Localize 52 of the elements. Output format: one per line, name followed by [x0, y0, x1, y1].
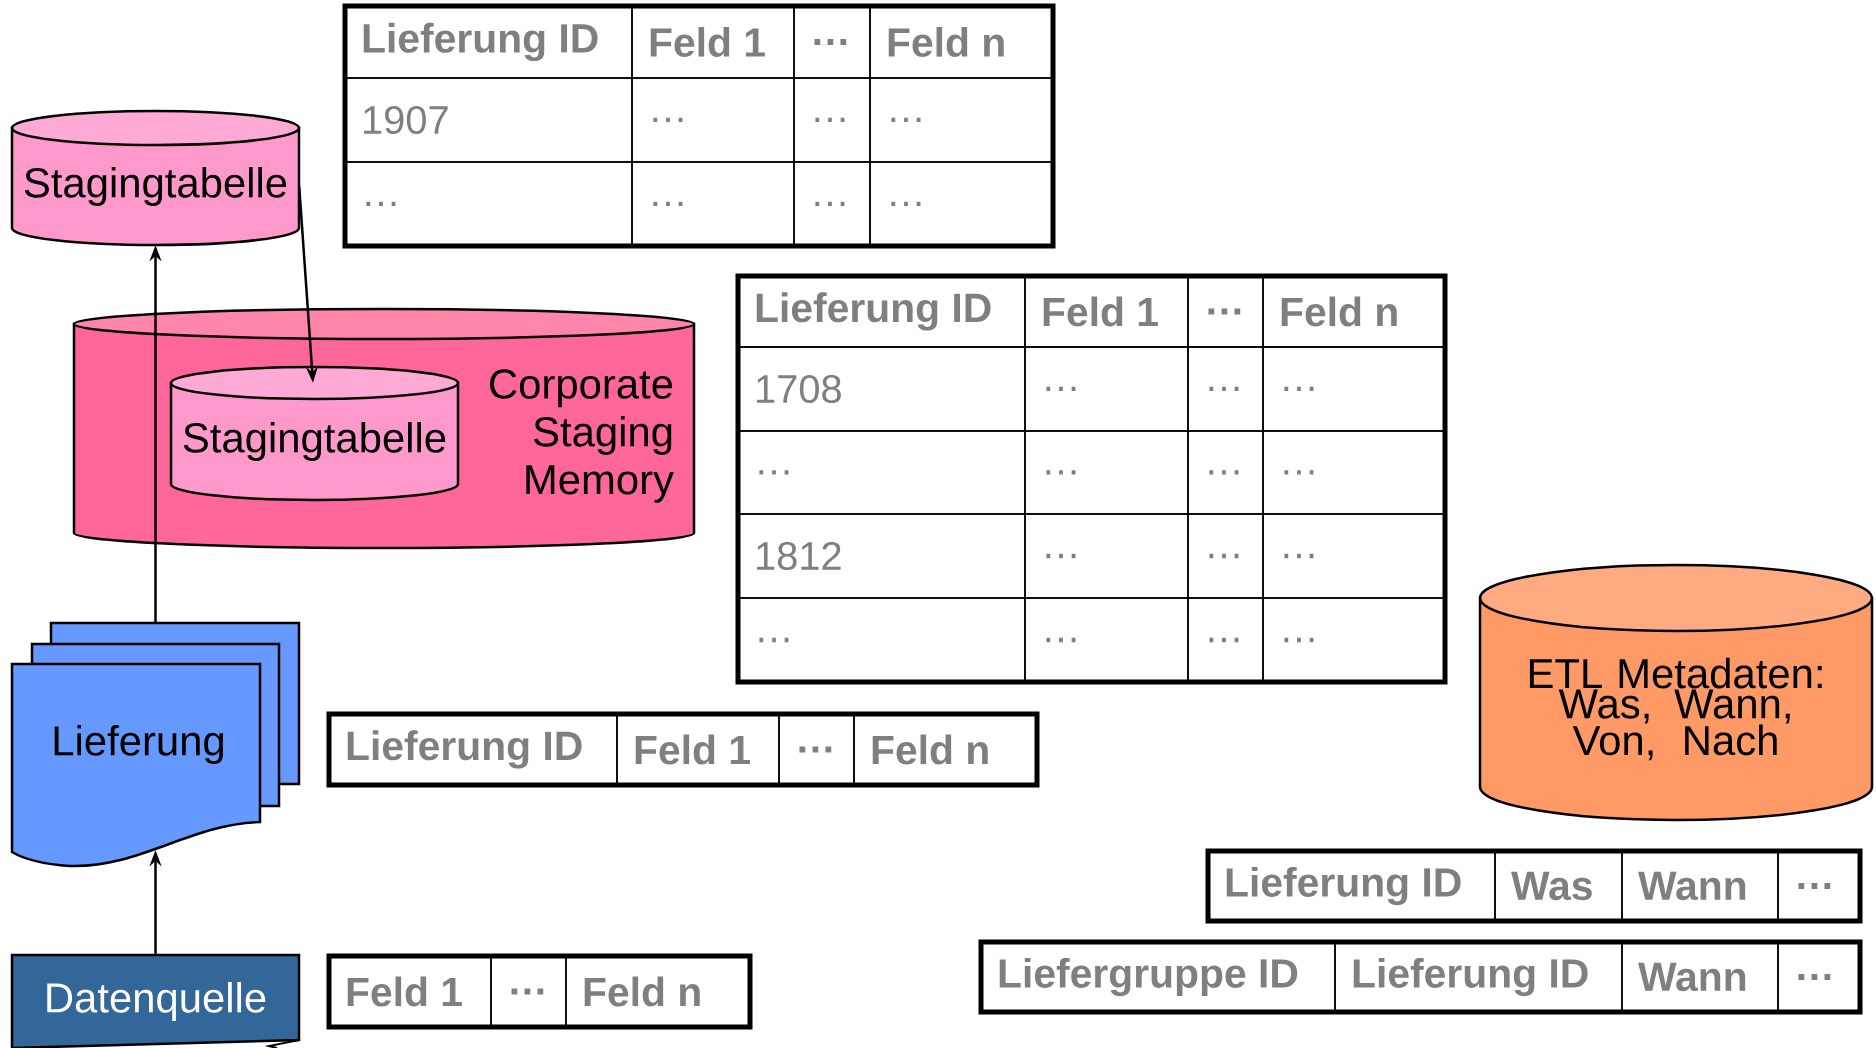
label: Feld 1	[347, 976, 462, 1007]
header-cell: Feld n	[869, 5, 1054, 79]
table-cell: …	[1262, 597, 1446, 683]
table-cell: …	[1187, 430, 1264, 515]
storage-cylinder: ETL Metadaten: Was, Wann, Von, Nach	[1478, 563, 1874, 822]
header-cell: …	[1777, 850, 1861, 922]
header-cell: Feld n	[565, 955, 751, 1028]
table-cell: …	[1024, 346, 1189, 432]
table-cell: …	[1024, 513, 1189, 599]
header-cell: Feld 1	[1024, 275, 1189, 348]
label: Lieferung ID	[347, 730, 582, 769]
table-cell: …	[1187, 346, 1264, 432]
header-cell: …	[1187, 275, 1264, 348]
header-cell: Lieferung ID	[1334, 941, 1623, 1013]
header-cell: …	[490, 955, 567, 1028]
header-cell: …	[778, 713, 855, 786]
table-cell: 1812	[737, 513, 1026, 599]
header-cell: Wann	[1621, 941, 1779, 1013]
label: Lieferung ID	[1226, 866, 1461, 906]
table-cell: …	[869, 77, 1054, 163]
header-cell: Feld 1	[616, 713, 780, 786]
table-cell: 1907	[344, 77, 633, 163]
storage-cylinder: Stagingtabelle	[169, 365, 460, 502]
storage-cylinder: Stagingtabelle	[10, 109, 301, 247]
header-cell: …	[793, 5, 871, 79]
table-cell: …	[631, 77, 795, 163]
table-cell: …	[344, 161, 633, 247]
label: Liefergruppe ID	[999, 957, 1298, 997]
table-cell: …	[793, 77, 871, 163]
table-cell: …	[1024, 597, 1189, 683]
document-stack: Lieferung	[10, 621, 301, 868]
table-cell: …	[1262, 346, 1446, 432]
header-cell: Feld n	[853, 713, 1038, 786]
header-cell: Feld 1	[631, 5, 795, 79]
header-cell: Was	[1494, 850, 1623, 922]
table-cell: …	[1262, 513, 1446, 599]
table-cell: …	[737, 430, 1026, 515]
table-cell: …	[1187, 513, 1264, 599]
table-cell: …	[737, 597, 1026, 683]
table-cell: …	[1024, 430, 1189, 515]
header-cell: Wann	[1621, 850, 1779, 922]
table-cell: …	[869, 161, 1054, 247]
data-source-box: Datenquelle	[10, 953, 301, 1048]
table-cell: …	[1262, 430, 1446, 515]
label: Lieferung ID	[363, 22, 598, 62]
table-cell: …	[631, 161, 795, 247]
table-cell: …	[793, 161, 871, 247]
header-cell: …	[1777, 941, 1861, 1013]
table-cell: 1708	[737, 346, 1026, 432]
label: Lieferung ID	[756, 292, 991, 331]
table-cell: …	[1187, 597, 1264, 683]
header-cell: Feld n	[1262, 275, 1446, 348]
